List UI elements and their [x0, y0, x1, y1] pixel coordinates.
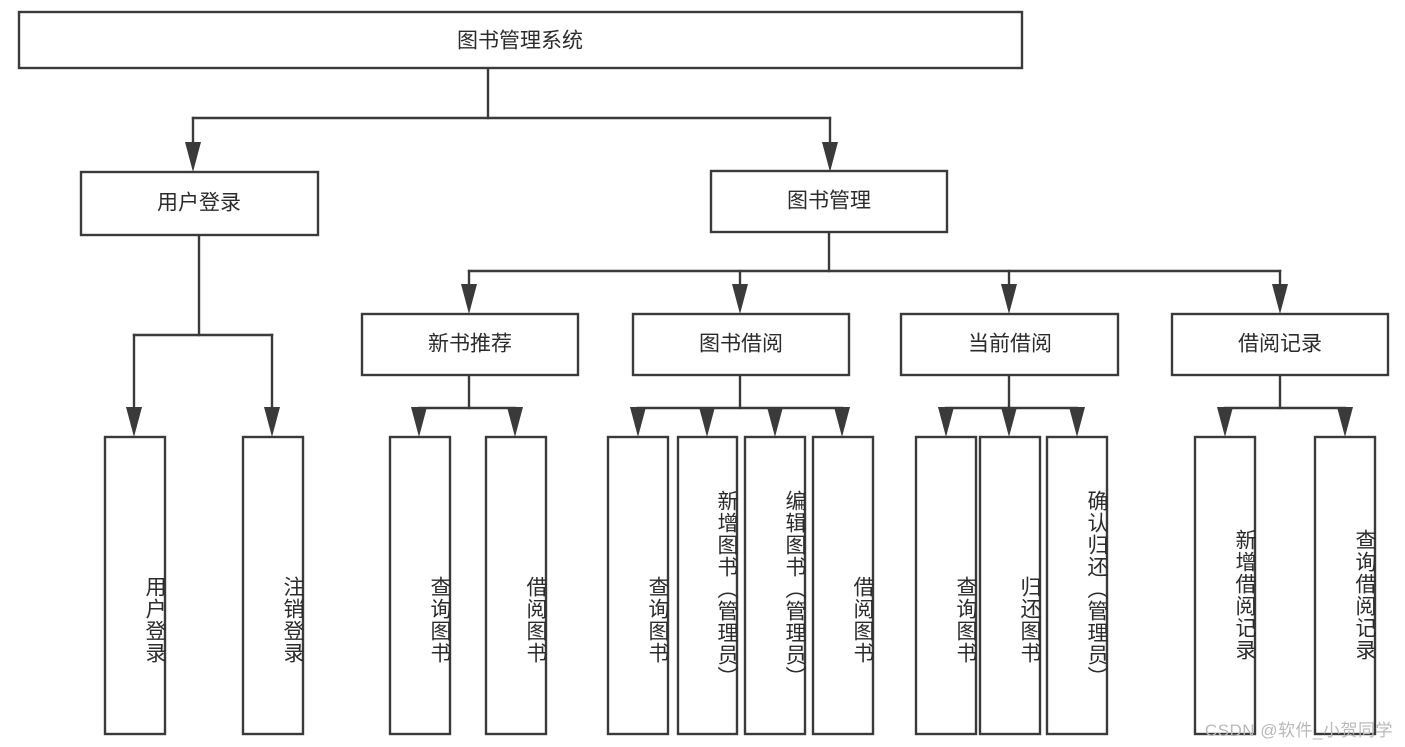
node-borrowing-record-label: 借阅记录 — [1238, 333, 1322, 356]
connector-root-to-level2 — [185, 66, 838, 172]
node-user-login[interactable] — [79, 170, 320, 237]
node-leaf-borrow-book[interactable] — [811, 435, 875, 736]
node-leaf-confirm-return-admin[interactable] — [1045, 435, 1109, 736]
node-borrowing-record[interactable] — [1170, 312, 1390, 377]
node-leaf-borrow-book-recommend[interactable] — [484, 435, 548, 736]
node-book-management[interactable] — [709, 169, 949, 234]
node-leaf-query-book-borrow[interactable] — [606, 435, 670, 736]
connector-bookmgmt-to-level3 — [461, 230, 1288, 314]
node-user-login-label: 用户登录 — [157, 192, 241, 215]
node-leaf-add-book-admin[interactable] — [676, 435, 739, 736]
node-leaf-return-book[interactable] — [978, 435, 1042, 736]
node-new-book-recommendation-label: 新书推荐 — [428, 333, 512, 356]
connector-newbook-to-leaves — [411, 373, 523, 437]
node-root-label: 图书管理系统 — [457, 30, 583, 53]
node-current-borrowing-label: 当前借阅 — [968, 333, 1052, 356]
node-book-borrowing-label: 图书借阅 — [699, 333, 783, 356]
node-leaf-user-logout[interactable] — [241, 435, 305, 736]
connector-userlogin-to-leaves — [126, 233, 280, 437]
connector-bookborrow-to-leaves — [630, 373, 850, 437]
node-leaf-query-book-current[interactable] — [914, 435, 978, 736]
node-current-borrowing[interactable] — [899, 312, 1120, 377]
node-root-book-management-system[interactable] — [17, 10, 1024, 70]
node-book-management-label: 图书管理 — [787, 190, 871, 213]
connector-borrowrecord-to-leaves — [1217, 373, 1353, 437]
node-leaf-add-borrow-record[interactable] — [1193, 435, 1257, 736]
node-leaf-query-book-recommend[interactable] — [388, 435, 452, 736]
connector-currentborrow-to-leaves — [938, 373, 1085, 437]
node-leaf-edit-book-admin[interactable] — [743, 435, 807, 736]
node-leaf-user-login[interactable] — [103, 435, 167, 736]
node-leaf-query-borrow-record[interactable] — [1313, 435, 1377, 736]
node-book-borrowing[interactable] — [631, 312, 851, 377]
node-new-book-recommendation[interactable] — [360, 312, 580, 377]
watermark-text: CSDN @软件_小贺同学 — [1204, 721, 1393, 740]
